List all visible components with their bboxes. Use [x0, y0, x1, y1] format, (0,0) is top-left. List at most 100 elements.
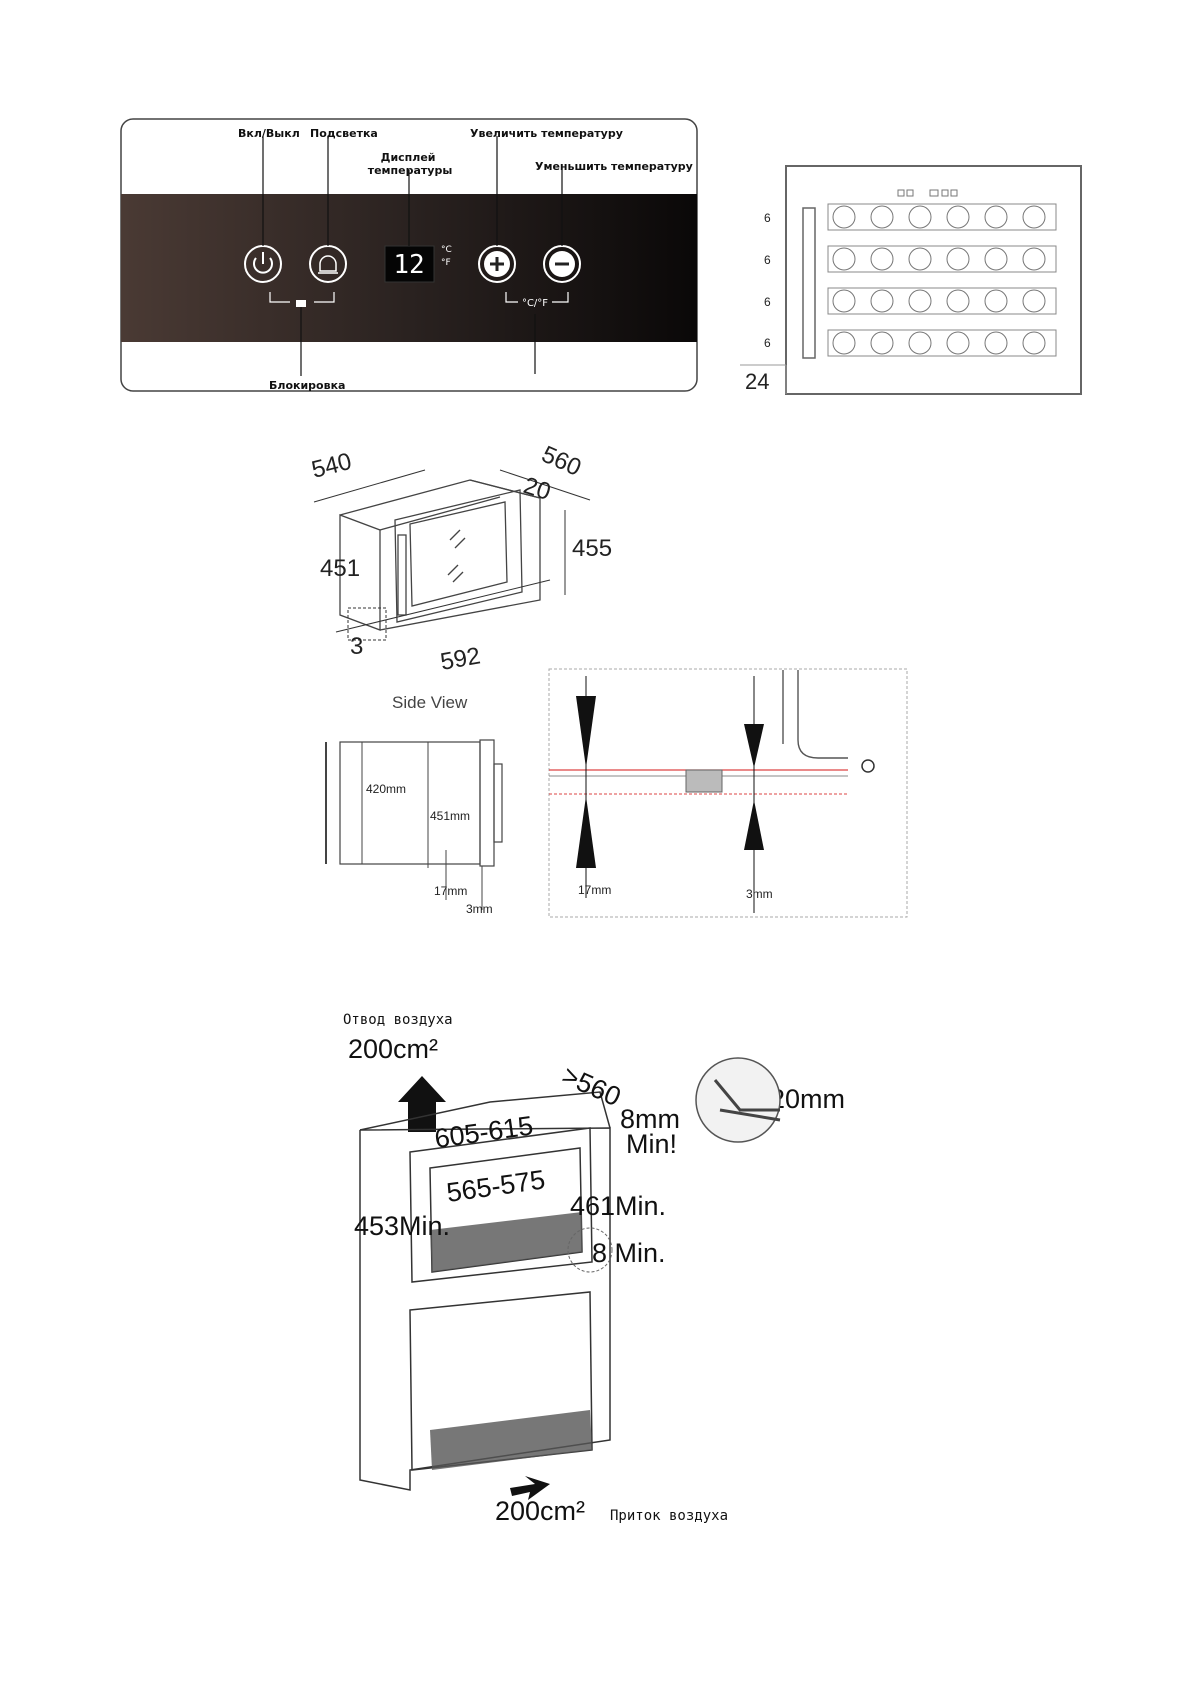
label-light: Подсветка: [310, 127, 378, 140]
dim-height-total: 455: [572, 535, 612, 562]
joint-circle: [567, 1227, 613, 1273]
detail-gap-diagram: 17mm 3mm: [548, 668, 908, 918]
gap-top: 8mm: [620, 1104, 680, 1134]
installation-diagram: Отвод воздуха 200cm² >560 605-615 565-57…: [343, 1012, 845, 1526]
cabinet-top: [379, 479, 541, 531]
bottle: [908, 247, 932, 271]
dimensions-3d-diagram: 540 560 20 455 451 3 592: [309, 441, 612, 676]
side-h2: 451mm: [430, 809, 470, 823]
side-g2: 3mm: [466, 902, 493, 916]
detail-g2: 3mm: [746, 887, 773, 901]
row-count-1: 6: [764, 211, 771, 225]
label-decrease: Уменьшить температуру: [535, 160, 693, 173]
exhaust-label: Отвод воздуха: [343, 1012, 453, 1028]
lock-icon: [296, 300, 306, 307]
side-body: [339, 741, 481, 865]
dim-width-top: 540: [309, 448, 354, 484]
hinge-screw: [861, 759, 875, 773]
bottle: [984, 205, 1008, 229]
depth: >560: [558, 1060, 626, 1112]
control-icons: [897, 189, 958, 197]
bottle: [946, 247, 970, 271]
bottle: [908, 331, 932, 355]
door-edge: [782, 670, 848, 759]
height-right: 461Min.: [570, 1191, 666, 1221]
display-value: 12: [393, 250, 424, 280]
shelf-capacity-diagram: 6 6 6 6 24: [740, 165, 1082, 395]
bottle: [908, 205, 932, 229]
label-display-line2: температуры: [368, 164, 453, 177]
intake-label: Приток воздуха: [610, 1508, 728, 1524]
bottle: [908, 289, 932, 313]
side-g1: 17mm: [434, 884, 467, 898]
bottle: [870, 289, 894, 313]
bottle: [832, 331, 856, 355]
width-outer: 605-615: [433, 1110, 535, 1153]
dim-width-door: 592: [438, 642, 482, 676]
unit-switch-label: °C/°F: [522, 298, 548, 309]
bottle: [946, 289, 970, 313]
exhaust-area: 200cm²: [348, 1034, 438, 1064]
dim-bottom-gap: 3: [350, 633, 363, 660]
door-handle: [802, 207, 816, 359]
shelf-row: [827, 203, 1057, 231]
intake-arrow: [510, 1476, 550, 1500]
bottle: [832, 289, 856, 313]
dim-depth: 560: [538, 441, 586, 482]
bulb-icon: [319, 255, 337, 272]
bottle: [1022, 247, 1046, 271]
door-frame: [394, 489, 523, 623]
bottle: [870, 247, 894, 271]
shelf-row: [827, 329, 1057, 357]
door-glass: [409, 501, 508, 607]
label-power: Вкл/Выкл: [238, 127, 300, 140]
bottle: [1022, 331, 1046, 355]
bottle: [832, 247, 856, 271]
detail-g1: 17mm: [578, 883, 611, 897]
row-count-3: 6: [764, 295, 771, 309]
side-view-diagram: Side View 420mm 451mm 17mm 3mm: [325, 693, 503, 916]
side-h1: 420mm: [366, 782, 406, 796]
height-niche: 453Min.: [354, 1211, 450, 1241]
intake-area: 200cm²: [495, 1496, 585, 1526]
bottle: [1022, 205, 1046, 229]
bottle: [946, 331, 970, 355]
gap-arrow-3: [744, 676, 764, 913]
label-display: Дисплей температуры: [368, 151, 453, 177]
bottle: [984, 289, 1008, 313]
bottle: [946, 205, 970, 229]
gap-bottom: 8 Min.: [592, 1238, 666, 1268]
control-panel-diagram: 12 °C °F °C/°F Вкл/Выкл Подсветка Диспле…: [120, 118, 698, 392]
dim-door-offset: 20: [520, 472, 554, 506]
bottle: [1022, 289, 1046, 313]
bottle: [984, 331, 1008, 355]
dim-height-body: 451: [320, 555, 360, 582]
exhaust-arrow: [398, 1076, 446, 1132]
label-lock: Блокировка: [269, 379, 345, 392]
bottle: [870, 205, 894, 229]
bottle: [984, 247, 1008, 271]
gap-top-min: Min!: [626, 1129, 677, 1159]
niche-shadow: [430, 1212, 592, 1470]
increase-button[interactable]: [478, 245, 516, 283]
bottle: [832, 205, 856, 229]
gap-side: 20mm: [770, 1084, 845, 1114]
shelf-rows: [827, 203, 1057, 357]
cabinet-outline: [785, 165, 1082, 395]
side-view-title: Side View: [392, 693, 468, 712]
side-door: [479, 739, 495, 867]
total-count: 24: [745, 369, 769, 394]
width-inner: 565-575: [445, 1164, 547, 1207]
decrease-button[interactable]: [543, 245, 581, 283]
label-increase: Увеличить температуру: [470, 127, 623, 140]
shelf-row: [827, 245, 1057, 273]
foot: [685, 769, 723, 793]
label-display-line1: Дисплей: [381, 151, 436, 164]
bottle: [870, 331, 894, 355]
gap-arrow-17: [576, 676, 596, 898]
unit-fahrenheit: °F: [441, 258, 451, 268]
detail-loupe: [695, 1057, 781, 1143]
unit-celsius: °C: [441, 245, 452, 255]
lock-bracket: [269, 292, 335, 303]
unit-bracket: [505, 292, 569, 303]
